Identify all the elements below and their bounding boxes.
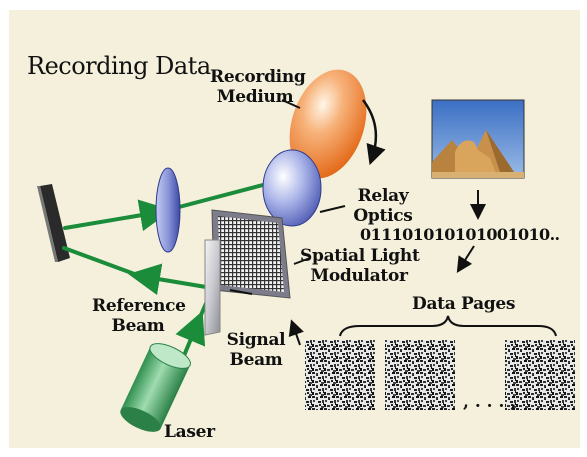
- label-recording-medium-line1: Recording: [210, 67, 306, 87]
- spatial-light-modulator: [211, 209, 291, 299]
- label-leaders: [229, 99, 346, 295]
- label-slm-line2: Modulator: [310, 266, 408, 286]
- label-recording-medium: Recording Medium: [210, 67, 306, 107]
- recording-medium: [289, 69, 367, 179]
- data-page-2: [385, 340, 455, 410]
- label-reference-beam-line2: Beam: [111, 316, 165, 336]
- diagram-panel: [9, 10, 580, 448]
- label-reference-beam: Reference Beam: [92, 296, 186, 336]
- flow-arrows: [288, 190, 486, 346]
- binary-data-string: 011101010101001010..: [360, 225, 560, 244]
- data-page-tiles: [305, 340, 575, 410]
- data-page-3: [505, 340, 575, 410]
- label-signal-beam-line1: Signal: [226, 330, 286, 350]
- relay-optics-lens: [262, 149, 322, 227]
- label-slm-line1: Spatial Light: [300, 246, 420, 266]
- label-recording-medium-line2: Medium: [216, 87, 294, 107]
- label-spatial-light-modulator: Spatial Light Modulator: [300, 246, 420, 286]
- source-image-photo: [431, 99, 525, 179]
- laser-source: [120, 343, 191, 432]
- data-page-1: [305, 340, 375, 410]
- lens-left: [155, 167, 181, 253]
- data-pages-ellipsis: , . . . ,: [463, 392, 517, 412]
- label-signal-beam-line2: Beam: [229, 350, 283, 370]
- label-relay-optics: Relay Optics: [346, 186, 420, 226]
- label-relay-optics-line2: Optics: [353, 206, 413, 226]
- data-pages-brace: [339, 315, 557, 337]
- label-laser: Laser: [164, 422, 215, 442]
- mirror: [37, 184, 70, 262]
- diagram-title: Recording Data: [27, 52, 211, 80]
- rotation-arrow-icon: [362, 99, 386, 166]
- beam-splitter: [204, 239, 221, 336]
- label-relay-optics-line1: Relay: [357, 186, 409, 206]
- label-signal-beam: Signal Beam: [225, 330, 287, 370]
- label-data-pages: Data Pages: [412, 294, 516, 314]
- label-reference-beam-line1: Reference: [92, 296, 186, 316]
